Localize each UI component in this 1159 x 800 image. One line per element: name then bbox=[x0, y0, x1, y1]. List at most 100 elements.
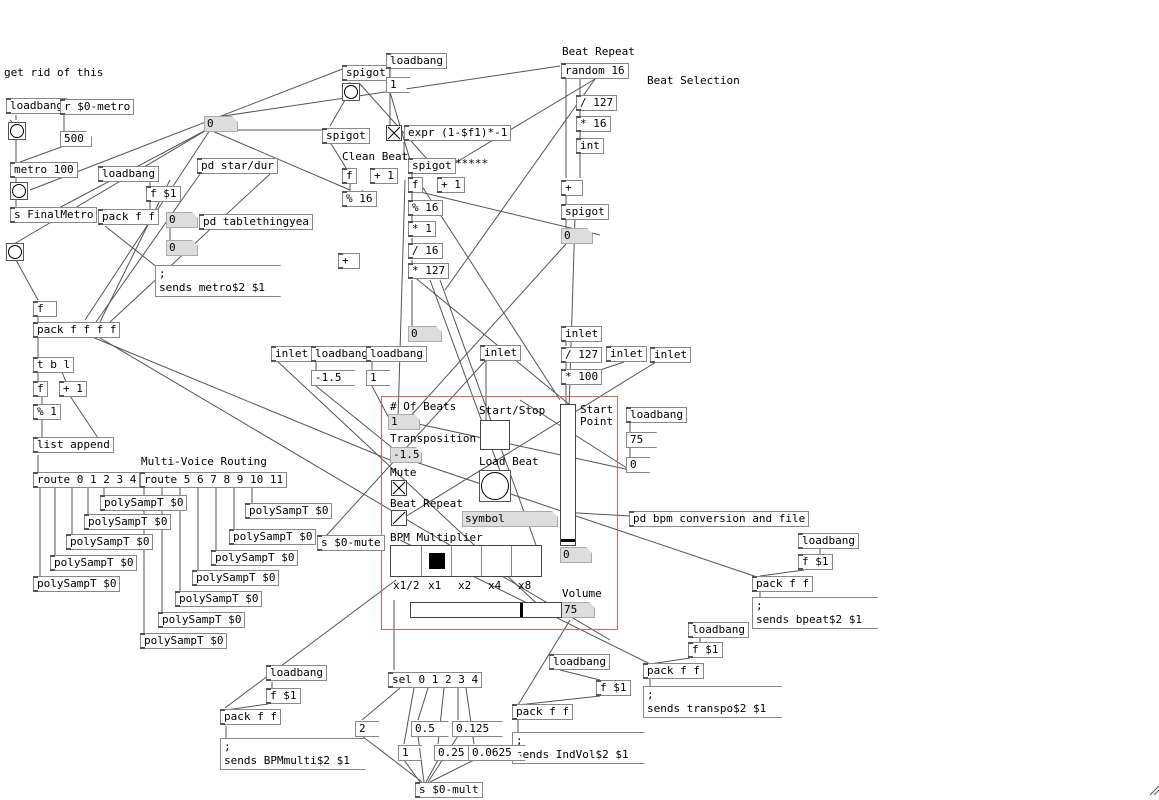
obj-plus1-2[interactable]: + 1 bbox=[437, 177, 465, 193]
load-beat-bang[interactable] bbox=[479, 470, 511, 502]
beat-repeat-toggle[interactable] bbox=[391, 510, 407, 526]
bang-3[interactable] bbox=[6, 243, 24, 261]
atom-gray-transpo[interactable] bbox=[390, 447, 422, 463]
obj-spigot-2[interactable]: spigot bbox=[322, 128, 370, 144]
obj-mul16[interactable]: * 16 bbox=[576, 116, 611, 132]
atom-gray-symbol[interactable] bbox=[462, 511, 558, 527]
atom-gray-2[interactable] bbox=[166, 212, 198, 228]
obj-mul127[interactable]: * 127 bbox=[408, 263, 450, 279]
bang-2[interactable] bbox=[10, 182, 28, 200]
start-stop-toggle[interactable] bbox=[480, 420, 510, 450]
msg-neg15[interactable]: -1.5 bbox=[311, 370, 356, 386]
obj-pack-ff-4[interactable]: pack f f bbox=[220, 709, 281, 725]
atom-gray-num-beats[interactable] bbox=[388, 414, 420, 430]
bpm-radio-cell-1[interactable] bbox=[421, 546, 451, 576]
msg-sends-bpmmulti[interactable]: ; sends BPMmulti$2 $1 bbox=[220, 738, 366, 770]
atom-gray-4[interactable] bbox=[408, 326, 442, 342]
obj-poly-11[interactable]: polySampT $0 bbox=[158, 612, 246, 628]
msg-75[interactable]: 75 bbox=[626, 432, 657, 448]
obj-pd-bpm[interactable]: pd bpm conversion and file bbox=[629, 511, 810, 527]
start-point-slider[interactable] bbox=[560, 404, 576, 546]
volume-slider[interactable] bbox=[410, 602, 562, 618]
msg-0125[interactable]: 0.125 bbox=[452, 721, 503, 737]
msg-05[interactable]: 0.5 bbox=[411, 721, 449, 737]
obj-plus1-1[interactable]: + 1 bbox=[370, 168, 398, 184]
msg-1-c[interactable]: 1 bbox=[398, 745, 423, 761]
obj-t-b-l[interactable]: t b l bbox=[33, 357, 75, 373]
obj-poly-10[interactable]: polySampT $0 bbox=[175, 591, 263, 607]
obj-f-dollar1-4[interactable]: f $1 bbox=[266, 688, 301, 704]
bpm-multiplier-radio[interactable] bbox=[390, 545, 542, 577]
msg-0[interactable]: 0 bbox=[626, 457, 651, 473]
obj-spigot-1[interactable]: spigot bbox=[342, 65, 390, 81]
obj-loadbang-8[interactable]: loadbang bbox=[688, 622, 749, 638]
obj-div127-1[interactable]: / 127 bbox=[576, 95, 618, 111]
atom-gray-1[interactable] bbox=[204, 116, 238, 132]
obj-pack-ff-3[interactable]: pack f f bbox=[643, 663, 704, 679]
obj-pd-stardur[interactable]: pd star/dur bbox=[197, 158, 278, 174]
bpm-radio-cell-3[interactable] bbox=[481, 546, 511, 576]
atom-gray-start[interactable] bbox=[560, 547, 592, 563]
obj-s-mult[interactable]: s $0-mult bbox=[415, 782, 483, 798]
volume-knob[interactable] bbox=[520, 603, 523, 617]
obj-poly-3[interactable]: polySampT $0 bbox=[66, 534, 154, 550]
bpm-radio-cell-4[interactable] bbox=[511, 546, 541, 576]
obj-s-mute[interactable]: s $0-mute bbox=[317, 535, 385, 551]
obj-plus1-3[interactable]: + 1 bbox=[59, 381, 87, 397]
obj-poly-6[interactable]: polySampT $0 bbox=[245, 503, 333, 519]
obj-poly-5[interactable]: polySampT $0 bbox=[33, 576, 121, 592]
obj-loadbang-9[interactable]: loadbang bbox=[266, 665, 327, 681]
obj-spigot-4[interactable]: spigot bbox=[561, 204, 609, 220]
start-point-knob[interactable] bbox=[561, 539, 575, 542]
obj-poly-1[interactable]: polySampT $0 bbox=[100, 495, 188, 511]
bang-1[interactable] bbox=[8, 122, 26, 140]
obj-inlet-4[interactable]: inlet bbox=[606, 346, 648, 362]
obj-inlet-1[interactable]: inlet bbox=[271, 346, 313, 362]
obj-inlet-5[interactable]: inlet bbox=[650, 347, 692, 363]
obj-pack-ff-2[interactable]: pack f f bbox=[752, 576, 813, 592]
obj-poly-2[interactable]: polySampT $0 bbox=[84, 514, 172, 530]
obj-f-2[interactable]: f bbox=[408, 177, 423, 193]
obj-div127-2[interactable]: / 127 bbox=[561, 347, 603, 363]
obj-poly-8[interactable]: polySampT $0 bbox=[211, 550, 299, 566]
obj-loadbang-1[interactable]: loadbang bbox=[6, 98, 67, 114]
obj-f-3[interactable]: f bbox=[33, 301, 57, 317]
obj-loadbang-6[interactable]: loadbang bbox=[626, 407, 687, 423]
msg-1-b[interactable]: 1 bbox=[366, 370, 391, 386]
toggle-1[interactable] bbox=[386, 125, 402, 141]
obj-f-1[interactable]: f bbox=[342, 168, 357, 184]
obj-loadbang-10[interactable]: loadbang bbox=[549, 654, 610, 670]
obj-mod1[interactable]: % 1 bbox=[33, 404, 61, 420]
obj-loadbang-2[interactable]: loadbang bbox=[98, 166, 159, 182]
obj-pd-tablething[interactable]: pd tablethingyea bbox=[199, 214, 313, 230]
obj-s-finalmetro[interactable]: s FinalMetro bbox=[10, 207, 98, 223]
obj-poly-12[interactable]: polySampT $0 bbox=[140, 633, 228, 649]
obj-random16[interactable]: random 16 bbox=[561, 63, 629, 79]
mute-toggle[interactable] bbox=[391, 480, 407, 496]
bang-4[interactable] bbox=[342, 83, 360, 101]
obj-div16[interactable]: / 16 bbox=[408, 243, 443, 259]
obj-f-dollar1-5[interactable]: f $1 bbox=[596, 680, 631, 696]
atom-gray-5[interactable] bbox=[561, 228, 593, 244]
obj-mod16-1[interactable]: % 16 bbox=[342, 191, 377, 207]
obj-r-metro[interactable]: r $0-metro bbox=[60, 99, 135, 115]
obj-list-append[interactable]: list append bbox=[33, 437, 114, 453]
obj-pack-ff-5[interactable]: pack f f bbox=[512, 704, 573, 720]
obj-loadbang-3[interactable]: loadbang bbox=[386, 53, 447, 69]
obj-mod16-2[interactable]: % 16 bbox=[408, 200, 443, 216]
obj-f-dollar1-3[interactable]: f $1 bbox=[688, 642, 723, 658]
obj-pack-ffff[interactable]: pack f f f f bbox=[33, 322, 121, 338]
obj-route-567[interactable]: route 5 6 7 8 9 10 11 bbox=[140, 472, 288, 488]
obj-poly-7[interactable]: polySampT $0 bbox=[229, 529, 317, 545]
obj-route-01234[interactable]: route 0 1 2 3 4 bbox=[33, 472, 141, 488]
obj-loadbang-5[interactable]: loadbang bbox=[366, 346, 427, 362]
obj-f-dollar1-1[interactable]: f $1 bbox=[146, 186, 181, 202]
msg-2[interactable]: 2 bbox=[355, 721, 380, 737]
obj-loadbang-4[interactable]: loadbang bbox=[311, 346, 372, 362]
obj-inlet-2[interactable]: inlet bbox=[480, 345, 522, 361]
msg-1-a[interactable]: 1 bbox=[386, 77, 411, 93]
obj-poly-9[interactable]: polySampT $0 bbox=[192, 570, 280, 586]
atom-gray-3[interactable] bbox=[166, 240, 198, 256]
msg-025[interactable]: 0.25 bbox=[434, 745, 479, 761]
obj-metro[interactable]: metro 100 bbox=[10, 162, 78, 178]
